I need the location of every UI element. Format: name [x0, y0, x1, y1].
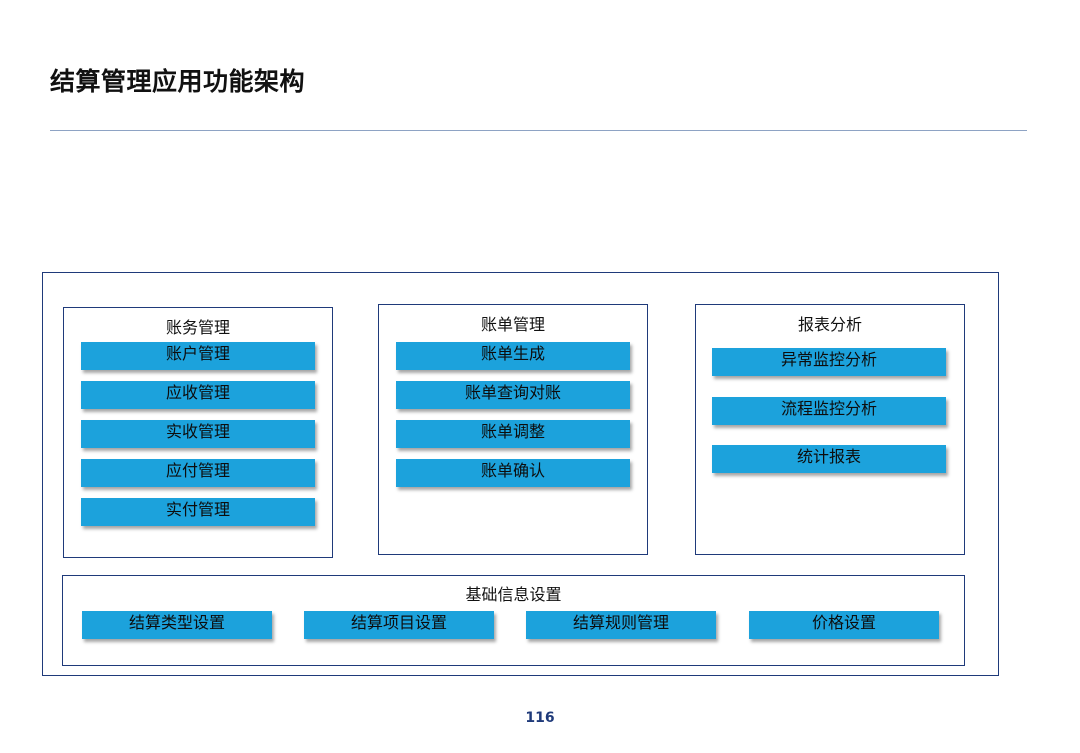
module-title: 报表分析 — [797, 315, 862, 334]
btn-exception-monitoring[interactable]: 异常监控分析 — [712, 348, 946, 376]
page-number: 116 — [525, 710, 555, 726]
module-title: 账务管理 — [165, 318, 230, 337]
btn-statistical-reports[interactable]: 统计报表 — [712, 445, 946, 473]
btn-price-settings[interactable]: 价格设置 — [749, 611, 939, 639]
btn-account-management[interactable]: 账户管理 — [81, 342, 315, 370]
btn-process-monitoring[interactable]: 流程监控分析 — [712, 397, 946, 425]
btn-bill-adjustment[interactable]: 账单调整 — [396, 420, 630, 448]
btn-settlement-item-settings[interactable]: 结算项目设置 — [304, 611, 494, 639]
btn-bill-query-reconcile[interactable]: 账单查询对账 — [396, 381, 630, 409]
architecture-diagram — [42, 272, 999, 676]
title-divider — [50, 130, 1027, 131]
module-reports: 报表分析 — [695, 304, 965, 555]
btn-receivable-management[interactable]: 应收管理 — [81, 381, 315, 409]
btn-bill-generation[interactable]: 账单生成 — [396, 342, 630, 370]
btn-settlement-type-settings[interactable]: 结算类型设置 — [82, 611, 272, 639]
btn-settlement-rule-management[interactable]: 结算规则管理 — [526, 611, 716, 639]
module-title: 账单管理 — [480, 315, 545, 334]
page-title: 结算管理应用功能架构 — [50, 67, 306, 96]
btn-bill-confirmation[interactable]: 账单确认 — [396, 459, 630, 487]
module-title: 基础信息设置 — [465, 585, 562, 604]
btn-received-management[interactable]: 实收管理 — [81, 420, 315, 448]
btn-paid-management[interactable]: 实付管理 — [81, 498, 315, 526]
btn-payable-management[interactable]: 应付管理 — [81, 459, 315, 487]
